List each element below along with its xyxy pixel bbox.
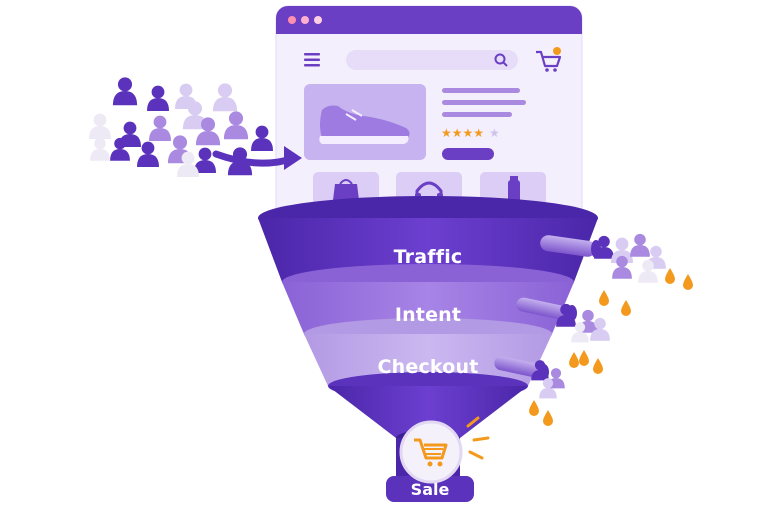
drop-icon — [683, 274, 693, 290]
browser-window: ★★★★ ★ — [275, 5, 583, 239]
person-icon — [195, 117, 221, 146]
sale-label: Sale — [410, 480, 450, 499]
person-icon — [177, 151, 199, 177]
rating-stars: ★★★★ ★ — [441, 126, 500, 140]
person-icon — [90, 137, 110, 161]
person-icon — [638, 259, 658, 283]
person-icon — [110, 137, 130, 161]
drop-icon — [621, 300, 631, 316]
funnel-stage-intent: Intent — [394, 304, 462, 326]
person-icon — [611, 237, 633, 263]
person-icon — [531, 360, 549, 381]
drops — [529, 268, 693, 426]
svg-text:★: ★ — [489, 126, 500, 140]
drop-icon — [665, 268, 675, 284]
person-icon — [147, 85, 169, 111]
product-desc-line — [442, 112, 512, 117]
bottle-icon — [508, 180, 520, 204]
drop-icon — [599, 290, 609, 306]
search-icon[interactable] — [494, 53, 508, 67]
person-icon — [149, 115, 171, 141]
person-icon — [556, 303, 576, 327]
person-icon — [594, 235, 614, 259]
add-to-cart-button[interactable] — [442, 148, 494, 160]
person-icon — [212, 83, 238, 112]
window-dot-icon — [288, 16, 296, 24]
drop-icon — [529, 400, 539, 416]
menu-icon[interactable] — [304, 53, 320, 67]
funnel-stage-checkout: Checkout — [377, 356, 479, 378]
person-icon — [251, 125, 273, 151]
handbag-icon — [333, 184, 359, 200]
sneaker-icon — [319, 105, 410, 144]
person-icon — [137, 141, 159, 167]
crowd-incoming — [89, 77, 273, 177]
cart-icon[interactable] — [536, 47, 562, 72]
person-icon — [630, 233, 650, 257]
arrow-head-icon — [284, 146, 302, 170]
crowd-leaking — [531, 233, 666, 399]
window-dot-icon — [314, 16, 322, 24]
person-icon — [112, 77, 138, 106]
drop-icon — [543, 410, 553, 426]
headphones-icon — [415, 181, 443, 197]
person-icon — [612, 255, 632, 279]
funnel-stage-traffic: Traffic — [393, 246, 463, 268]
shopping-cart-icon — [414, 438, 448, 467]
person-icon — [89, 113, 111, 139]
sparkle-icon — [466, 416, 490, 460]
sale-badge — [386, 416, 490, 502]
person-icon — [182, 101, 208, 130]
person-icon — [539, 378, 557, 399]
drop-icon — [579, 350, 589, 366]
person-icon — [571, 322, 589, 343]
drop-icon — [593, 358, 603, 374]
person-icon — [223, 111, 249, 140]
drop-icon — [569, 352, 579, 368]
person-icon — [194, 147, 216, 173]
person-icon — [590, 317, 610, 341]
svg-text:★★★★: ★★★★ — [441, 126, 484, 140]
window-dot-icon — [301, 16, 309, 24]
product-desc-line — [442, 100, 526, 105]
search-input[interactable] — [346, 50, 518, 70]
product-title-line — [442, 88, 520, 93]
